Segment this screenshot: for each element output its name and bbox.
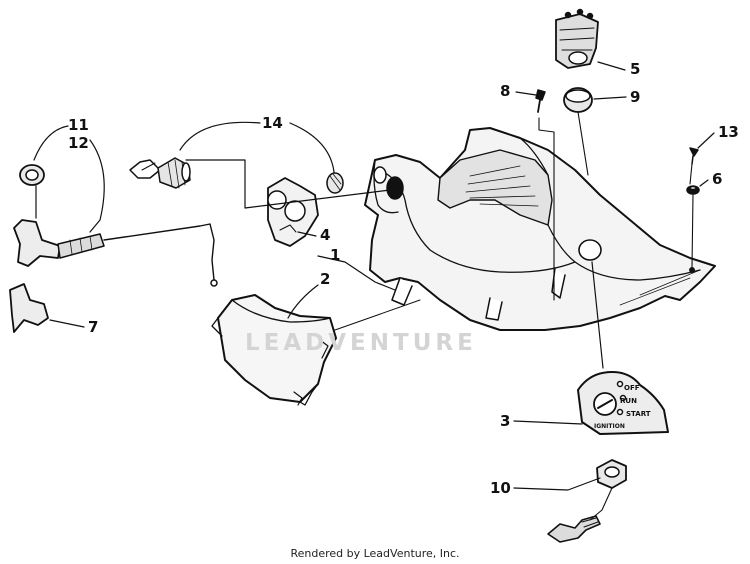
accessory-socket — [129, 157, 344, 194]
callout-1: 1 — [330, 246, 341, 264]
ignition-plate — [577, 371, 669, 435]
callout-2: 2 — [320, 270, 331, 288]
watermark: LEADVENTURE — [245, 330, 477, 356]
hex-nut — [596, 459, 627, 489]
screw — [535, 89, 546, 113]
small-fasteners — [686, 147, 700, 195]
plate-run-label: RUN — [620, 397, 637, 405]
ignition-key — [547, 515, 601, 543]
callout-10: 10 — [490, 479, 511, 497]
plate-ignition-label: IGNITION — [594, 423, 625, 430]
callout-7: 7 — [88, 318, 99, 336]
brake-lever — [9, 283, 49, 333]
callout-13: 13 — [718, 123, 739, 141]
callout-11: 11 — [68, 116, 89, 134]
callout-4: 4 — [320, 226, 331, 244]
bezel-plate — [267, 177, 319, 247]
callout-3: 3 — [500, 412, 511, 430]
callout-6: 6 — [712, 170, 723, 188]
lower-cover — [211, 294, 337, 406]
callout-5: 5 — [630, 60, 641, 78]
throttle-lever-assembly — [13, 164, 218, 287]
callout-12: 12 — [68, 134, 89, 152]
leader-lines — [33, 61, 715, 521]
callout-14: 14 — [262, 114, 283, 132]
plate-off-label: OFF — [624, 384, 640, 392]
callout-8: 8 — [500, 82, 511, 100]
bezel-ring — [563, 87, 593, 113]
plate-start-label: START — [626, 410, 651, 418]
console-housing — [364, 127, 716, 331]
footer-credit: Rendered by LeadVenture, Inc. — [290, 547, 460, 560]
ignition-switch-body — [555, 8, 599, 69]
callout-9: 9 — [630, 88, 641, 106]
